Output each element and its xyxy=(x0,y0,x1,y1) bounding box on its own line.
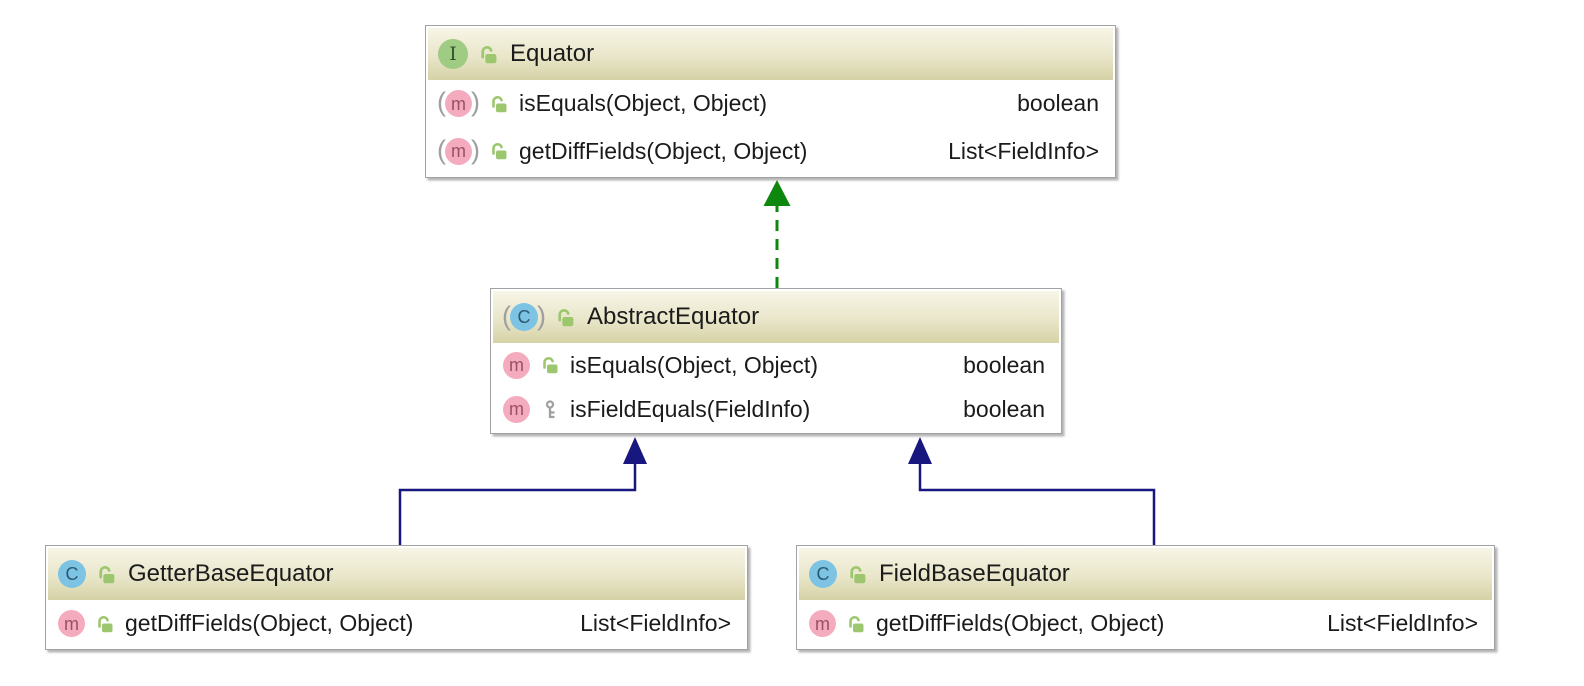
method-icon: m xyxy=(503,395,530,423)
method-name: getDiffFields(Object, Object) xyxy=(519,137,808,164)
method-return-type: List<FieldInfo> xyxy=(580,610,731,636)
public-lock-icon xyxy=(554,307,576,328)
class-header-equator[interactable]: I Equator xyxy=(428,28,1113,80)
class-header-abstractequator[interactable]: ( C ) AbstractEquator xyxy=(493,291,1059,343)
class-icon-letter: C xyxy=(58,560,86,588)
abstract-marker-open: ( xyxy=(437,87,446,118)
method-name: getDiffFields(Object, Object) xyxy=(125,610,414,636)
edge-extends-fieldbaseequator-to-abstractequator[interactable] xyxy=(908,437,1156,546)
class-header-fieldbaseequator[interactable]: C FieldBaseEquator xyxy=(799,548,1492,600)
method-name: isFieldEquals(FieldInfo) xyxy=(570,395,811,422)
method-icon: m xyxy=(809,610,836,637)
method-icon-letter: m xyxy=(445,137,472,165)
protected-key-icon xyxy=(539,399,561,420)
abstract-marker-close: ) xyxy=(537,300,546,331)
public-lock-icon xyxy=(845,614,867,634)
class-node-fieldbaseequator[interactable]: C FieldBaseEquator m getDiffFields(Objec… xyxy=(796,545,1495,650)
method-name: getDiffFields(Object, Object) xyxy=(876,610,1165,636)
method-row-isfieldequals[interactable]: m isFieldEquals(FieldInfo) boolean xyxy=(493,387,1059,431)
method-icon-letter: m xyxy=(445,90,472,118)
public-lock-icon xyxy=(846,564,868,585)
class-name: AbstractEquator xyxy=(587,303,760,330)
public-lock-icon xyxy=(94,614,116,634)
method-name: isEquals(Object, Object) xyxy=(570,351,818,378)
class-node-abstractequator[interactable]: ( C ) AbstractEquator m i xyxy=(490,288,1062,434)
method-row-getdifffields[interactable]: m getDiffFields(Object, Object) List<Fie… xyxy=(48,600,745,647)
edge-implements-abstractequator-to-equator[interactable] xyxy=(763,180,791,288)
method-icon-letter: m xyxy=(503,395,530,423)
public-lock-icon xyxy=(95,564,117,585)
method-icon: m xyxy=(58,610,85,637)
method-return-type: List<FieldInfo> xyxy=(1327,610,1478,636)
method-row-getdifffields[interactable]: ( m ) getDiffFields(Object, Object) List… xyxy=(428,127,1113,175)
method-icon-letter: m xyxy=(809,610,836,637)
class-node-equator[interactable]: I Equator ( m ) isEquals( xyxy=(425,25,1116,178)
abstract-class-icon: ( C ) xyxy=(502,300,546,331)
class-name: Equator xyxy=(510,40,595,67)
class-name: FieldBaseEquator xyxy=(879,560,1070,587)
abstract-marker-open: ( xyxy=(437,134,446,165)
abstract-marker-close: ) xyxy=(471,134,480,165)
method-icon-letter: m xyxy=(503,351,530,379)
interface-icon: I xyxy=(438,39,468,69)
abstract-method-icon: ( m ) xyxy=(437,134,480,165)
abstract-marker-open: ( xyxy=(502,300,511,331)
class-icon-letter: C xyxy=(510,303,538,331)
method-row-isequals[interactable]: ( m ) isEquals(Object, Object) boolean xyxy=(428,80,1113,128)
class-icon: C xyxy=(58,560,86,588)
abstract-marker-close: ) xyxy=(471,87,480,118)
class-header-getterbaseequator[interactable]: C GetterBaseEquator xyxy=(48,548,745,600)
edge-extends-getterbaseequator-to-abstractequator[interactable] xyxy=(398,437,647,546)
method-return-type: boolean xyxy=(1017,90,1099,117)
public-lock-icon xyxy=(477,44,499,65)
method-icon-letter: m xyxy=(58,610,85,637)
method-row-isequals[interactable]: m isEquals(Object, Object) boolean xyxy=(493,343,1059,387)
method-return-type: List<FieldInfo> xyxy=(948,137,1099,164)
method-row-getdifffields[interactable]: m getDiffFields(Object, Object) List<Fie… xyxy=(799,600,1492,647)
method-name: isEquals(Object, Object) xyxy=(519,90,767,117)
public-lock-icon xyxy=(488,141,510,161)
interface-icon-letter: I xyxy=(438,39,468,69)
class-icon-letter: C xyxy=(809,560,837,588)
method-return-type: boolean xyxy=(963,395,1045,422)
method-return-type: boolean xyxy=(963,351,1045,378)
class-icon: C xyxy=(809,560,837,588)
class-node-getterbaseequator[interactable]: C GetterBaseEquator m getDiffFields(Obje… xyxy=(45,545,748,650)
abstract-method-icon: ( m ) xyxy=(437,87,480,118)
method-icon: m xyxy=(503,351,530,379)
public-lock-icon xyxy=(488,94,510,114)
class-name: GetterBaseEquator xyxy=(128,560,334,587)
public-lock-icon xyxy=(539,355,561,375)
